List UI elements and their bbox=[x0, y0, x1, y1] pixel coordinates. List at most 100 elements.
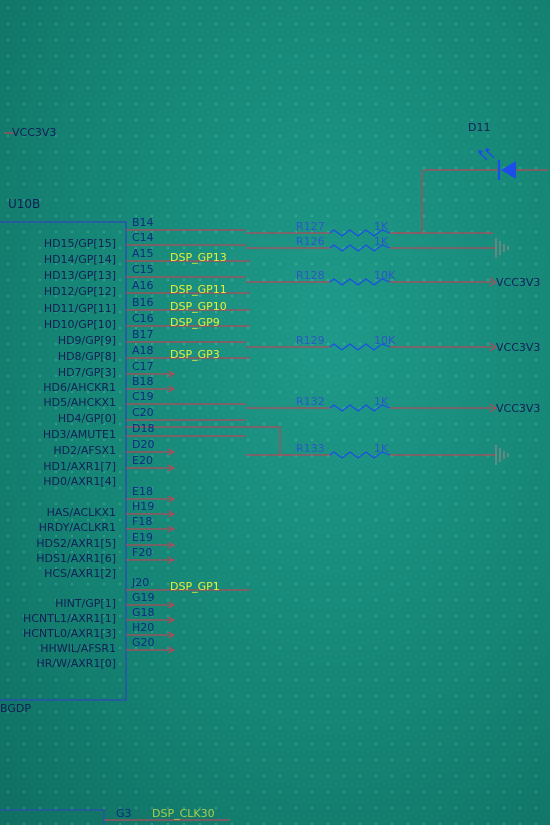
pin-number: F20 bbox=[132, 546, 152, 559]
pin-number: H20 bbox=[132, 621, 154, 634]
pin-number: C17 bbox=[132, 360, 154, 373]
resistor-value: 10K bbox=[374, 334, 396, 347]
no-connect-mark bbox=[167, 448, 176, 456]
pin-label: HD5/AHCKX1 bbox=[43, 396, 116, 409]
net-label: DSP_GP10 bbox=[170, 300, 227, 313]
pin-label: HAS/ACLKX1 bbox=[47, 506, 116, 519]
pin-number: D20 bbox=[132, 438, 154, 451]
pin-label: HD0/AXR1[4] bbox=[43, 475, 116, 488]
pin-label: HD9/GP[9] bbox=[58, 334, 116, 347]
part-ref: U10B bbox=[8, 197, 40, 211]
net-label: DSP_CLK30 bbox=[152, 807, 215, 820]
resistor-ref: R129 bbox=[296, 334, 325, 347]
led-symbol bbox=[393, 148, 548, 234]
pin-number: H19 bbox=[132, 500, 154, 513]
pin-label: HD7/GP[3] bbox=[58, 366, 116, 379]
power-label: VCC3V3 bbox=[496, 341, 540, 354]
resistor-zigzag bbox=[329, 229, 391, 237]
resistor-zigzag bbox=[329, 244, 391, 252]
pin-number: E20 bbox=[132, 454, 153, 467]
pin-label: HD1/AXR1[7] bbox=[43, 460, 116, 473]
pin-number: C20 bbox=[132, 406, 154, 419]
no-connect-mark bbox=[167, 464, 176, 472]
pin-label: HCNTL0/AXR1[3] bbox=[23, 627, 116, 640]
pin-number: C15 bbox=[132, 263, 154, 276]
pin-number: C19 bbox=[132, 390, 154, 403]
no-connect-mark bbox=[167, 616, 176, 624]
pin-number: G20 bbox=[132, 636, 155, 649]
pin-number: G3 bbox=[116, 807, 132, 820]
pin-label: HCNTL1/AXR1[1] bbox=[23, 612, 116, 625]
pin-number: J20 bbox=[131, 576, 149, 589]
pin-number: A16 bbox=[132, 279, 154, 292]
resistor-value: 1K bbox=[374, 235, 389, 248]
no-connect-mark bbox=[167, 525, 176, 533]
pin-label: HD10/GP[10] bbox=[44, 318, 116, 331]
pin-label: HD6/AHCKR1 bbox=[43, 381, 116, 394]
resistor-zigzag bbox=[329, 451, 391, 459]
power-arrow bbox=[489, 277, 497, 287]
resistor-ref: R128 bbox=[296, 269, 325, 282]
pin-number: B18 bbox=[132, 375, 154, 388]
pin-number: A18 bbox=[132, 344, 154, 357]
pin-label: HD12/GP[12] bbox=[44, 285, 116, 298]
power-label: VCC3V3 bbox=[496, 402, 540, 415]
resistor-ref: R132 bbox=[296, 395, 325, 408]
pin-number: G18 bbox=[132, 606, 155, 619]
resistor-ref: R127 bbox=[296, 220, 325, 233]
pin-label: HR/W/AXR1[0] bbox=[37, 657, 117, 670]
pin-label: HD8/GP[8] bbox=[58, 350, 116, 363]
pin-number: B16 bbox=[132, 296, 154, 309]
pin-label: HD4/GP[0] bbox=[58, 412, 116, 425]
pin-label: HD3/AMUTE1 bbox=[43, 428, 116, 441]
no-connect-mark bbox=[167, 510, 176, 518]
power-label-top-left: VCC3V3 bbox=[12, 126, 56, 139]
pin-label: HRDY/ACLKR1 bbox=[39, 521, 116, 534]
power-arrow bbox=[489, 342, 497, 352]
resistor-value: 10K bbox=[374, 269, 396, 282]
no-connect-mark bbox=[167, 646, 176, 654]
no-connect-mark bbox=[167, 631, 176, 639]
part-body bbox=[0, 221, 127, 701]
pin-label: HHWIL/AFSR1 bbox=[40, 642, 116, 655]
pin-number: E19 bbox=[132, 531, 153, 544]
resistor-zigzag bbox=[329, 404, 391, 412]
power-arrow bbox=[489, 403, 497, 413]
resistor-zigzag bbox=[329, 343, 391, 351]
net-label: DSP_GP3 bbox=[170, 348, 220, 361]
no-connect-mark bbox=[167, 385, 176, 393]
pin-number: F18 bbox=[132, 515, 152, 528]
pin-label: HD11/GP[11] bbox=[44, 302, 116, 315]
no-connect-mark bbox=[167, 601, 176, 609]
net-label: DSP_GP13 bbox=[170, 251, 227, 264]
resistor-value: 1K bbox=[374, 395, 389, 408]
pin-number: G19 bbox=[132, 591, 155, 604]
no-connect-mark bbox=[167, 556, 176, 564]
pin-number: C14 bbox=[132, 231, 154, 244]
pin-label: HDS2/AXR1[5] bbox=[36, 537, 116, 550]
pin-label: HDS1/AXR1[6] bbox=[36, 552, 116, 565]
net-label: DSP_GP11 bbox=[170, 283, 227, 296]
pin-number: D18 bbox=[132, 422, 154, 435]
no-connect-mark bbox=[167, 495, 176, 503]
pin-number: C16 bbox=[132, 312, 154, 325]
pin-label: HD13/GP[13] bbox=[44, 269, 116, 282]
part-suffix: BGDP bbox=[0, 702, 31, 715]
led-ref: D11 bbox=[468, 121, 490, 134]
pin-number: A15 bbox=[132, 247, 154, 260]
pin-label: HCS/AXR1[2] bbox=[44, 567, 116, 580]
pin-number: B14 bbox=[132, 216, 154, 229]
no-connect-mark bbox=[167, 370, 176, 378]
pin-label: HD2/AFSX1 bbox=[53, 444, 116, 457]
resistor-value: 1K bbox=[374, 220, 389, 233]
no-connect-mark bbox=[167, 541, 176, 549]
pin-label: HD14/GP[14] bbox=[44, 253, 116, 266]
resistor-ref: R126 bbox=[296, 235, 325, 248]
power-label: VCC3V3 bbox=[496, 276, 540, 289]
net-label: DSP_GP1 bbox=[170, 580, 220, 593]
pin-label: HINT/GP[1] bbox=[55, 597, 116, 610]
net-label: DSP_GP9 bbox=[170, 316, 220, 329]
resistor-zigzag bbox=[329, 278, 391, 286]
